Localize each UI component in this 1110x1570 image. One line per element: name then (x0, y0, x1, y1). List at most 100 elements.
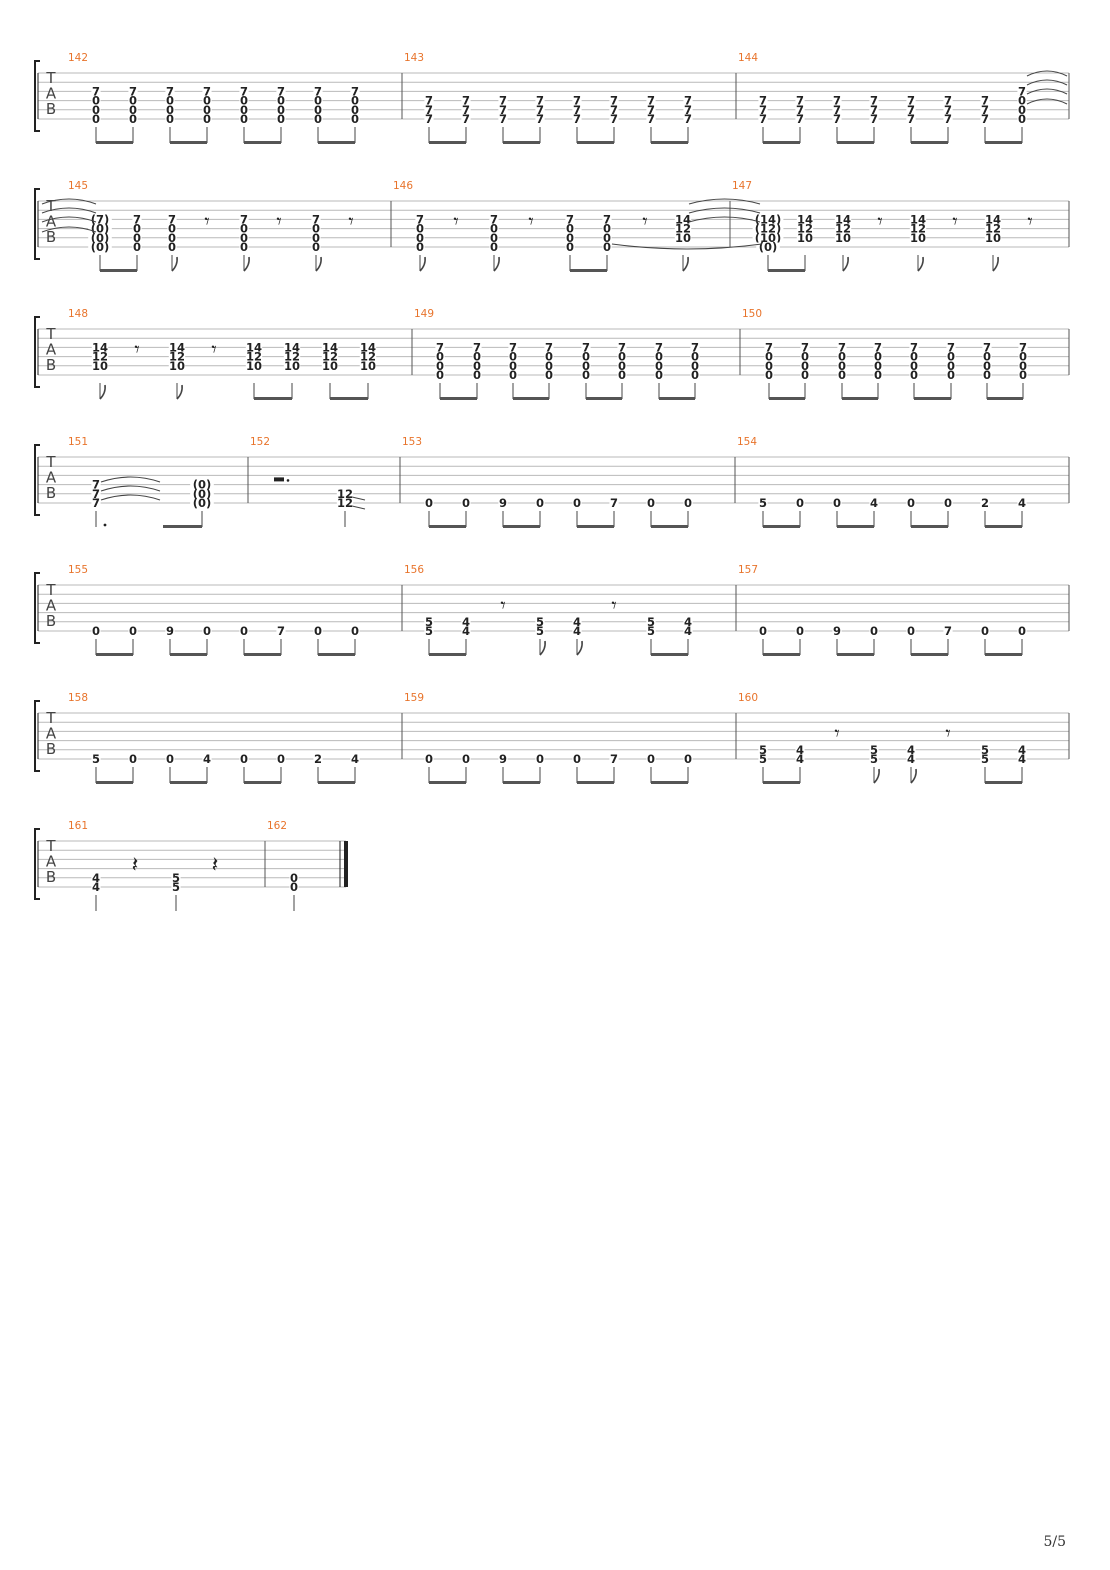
system-bracket (34, 60, 40, 132)
beam (842, 397, 878, 400)
tie-arc (688, 207, 761, 214)
fret-number: 0 (582, 350, 590, 364)
fret-number: 0 (240, 222, 248, 236)
fret-bg (167, 214, 177, 224)
beam (985, 781, 1022, 784)
fret-number: 4 (684, 624, 692, 638)
fret-number: 0 (129, 624, 137, 638)
fret-number: 0 (133, 240, 141, 254)
fret-number: 0 (603, 231, 611, 245)
fret-number: 5 (870, 743, 878, 757)
fret-number: 0 (801, 350, 809, 364)
fret-number: 7 (907, 103, 915, 117)
eighth-rest: 𝄾 (642, 209, 647, 233)
fret-bg (690, 361, 700, 371)
fret-bg (980, 105, 990, 115)
fret-number: 5 (172, 871, 180, 885)
fret-number: 7 (603, 212, 611, 226)
fret-bg (313, 96, 323, 106)
fret-number: 7 (168, 212, 176, 226)
beam (985, 141, 1022, 144)
quarter-rest: 𝄽 (132, 853, 139, 878)
fret-number: 0 (240, 624, 248, 638)
fret-bg (350, 105, 360, 115)
beam (985, 525, 1022, 528)
fret-bg (190, 498, 214, 508)
fret-number: 0 (983, 368, 991, 382)
eighth-rest: 𝄾 (945, 721, 950, 745)
fret-number: 7 (907, 94, 915, 108)
fret-number: 7 (983, 340, 991, 354)
fret-number: 7 (759, 103, 767, 117)
fret-bg (415, 214, 425, 224)
beam (570, 269, 607, 272)
fret-bg (690, 370, 700, 380)
beam (503, 525, 540, 528)
tie-arc (100, 494, 161, 501)
fret-bg (165, 96, 175, 106)
fret-number: 7 (838, 340, 846, 354)
beam (163, 525, 202, 528)
fret-bg (683, 498, 693, 508)
fret-bg (313, 754, 323, 764)
eighth-rest: 𝄾 (453, 209, 458, 233)
fret-bg (167, 233, 177, 243)
fret-number: 14 (797, 212, 813, 226)
fret-number: 14 (92, 340, 108, 354)
fret-number: 0 (462, 752, 470, 766)
tie-arc (41, 198, 97, 205)
fret-number: 12 (169, 350, 185, 364)
fret-bg (565, 214, 575, 224)
fret-bg (165, 114, 175, 124)
fret-bg (909, 224, 927, 234)
fret-bg (190, 489, 214, 499)
fret-bg (132, 242, 142, 252)
fret-bg (276, 105, 286, 115)
fret-number: 4 (684, 615, 692, 629)
fret-number: 0 (240, 94, 248, 108)
tab-clef-letter: B (46, 612, 56, 630)
measure-number: 144 (738, 52, 758, 64)
fret-number: 0 (582, 359, 590, 373)
fret-number: 7 (1019, 340, 1027, 354)
fret-number: 7 (509, 340, 517, 354)
fret-bg (202, 86, 212, 96)
fret-bg (946, 342, 956, 352)
tie-arc (41, 226, 97, 233)
fret-number: 0 (314, 103, 322, 117)
fret-bg (461, 754, 471, 764)
fret-bg (239, 105, 249, 115)
fret-number: 0 (545, 350, 553, 364)
fret-bg (311, 224, 321, 234)
fret-number: 0 (351, 94, 359, 108)
fret-number: 7 (618, 340, 626, 354)
fret-number: 0 (473, 359, 481, 373)
fret-number: 0 (277, 103, 285, 117)
fret-bg (276, 86, 286, 96)
fret-bg (91, 489, 101, 499)
fret-bg (909, 361, 919, 371)
beam (96, 141, 133, 144)
beam (429, 525, 466, 528)
fret-bg (508, 352, 518, 362)
fret-bg (435, 361, 445, 371)
fret-bg (128, 114, 138, 124)
fret-bg (424, 114, 434, 124)
fret-bg (873, 370, 883, 380)
fret-number: 0 (92, 103, 100, 117)
fret-bg (758, 498, 768, 508)
fret-number: 0 (981, 624, 989, 638)
fret-number: 0 (129, 103, 137, 117)
fret-bg (461, 105, 471, 115)
fret-bg (581, 361, 591, 371)
fret-number: 4 (573, 624, 581, 638)
fret-bg (764, 370, 774, 380)
measure-number: 162 (267, 820, 287, 832)
fret-bg (572, 114, 582, 124)
fret-number: 7 (870, 103, 878, 117)
fret-bg (239, 86, 249, 96)
fret-bg (489, 214, 499, 224)
fret-number: 12 (835, 222, 851, 236)
